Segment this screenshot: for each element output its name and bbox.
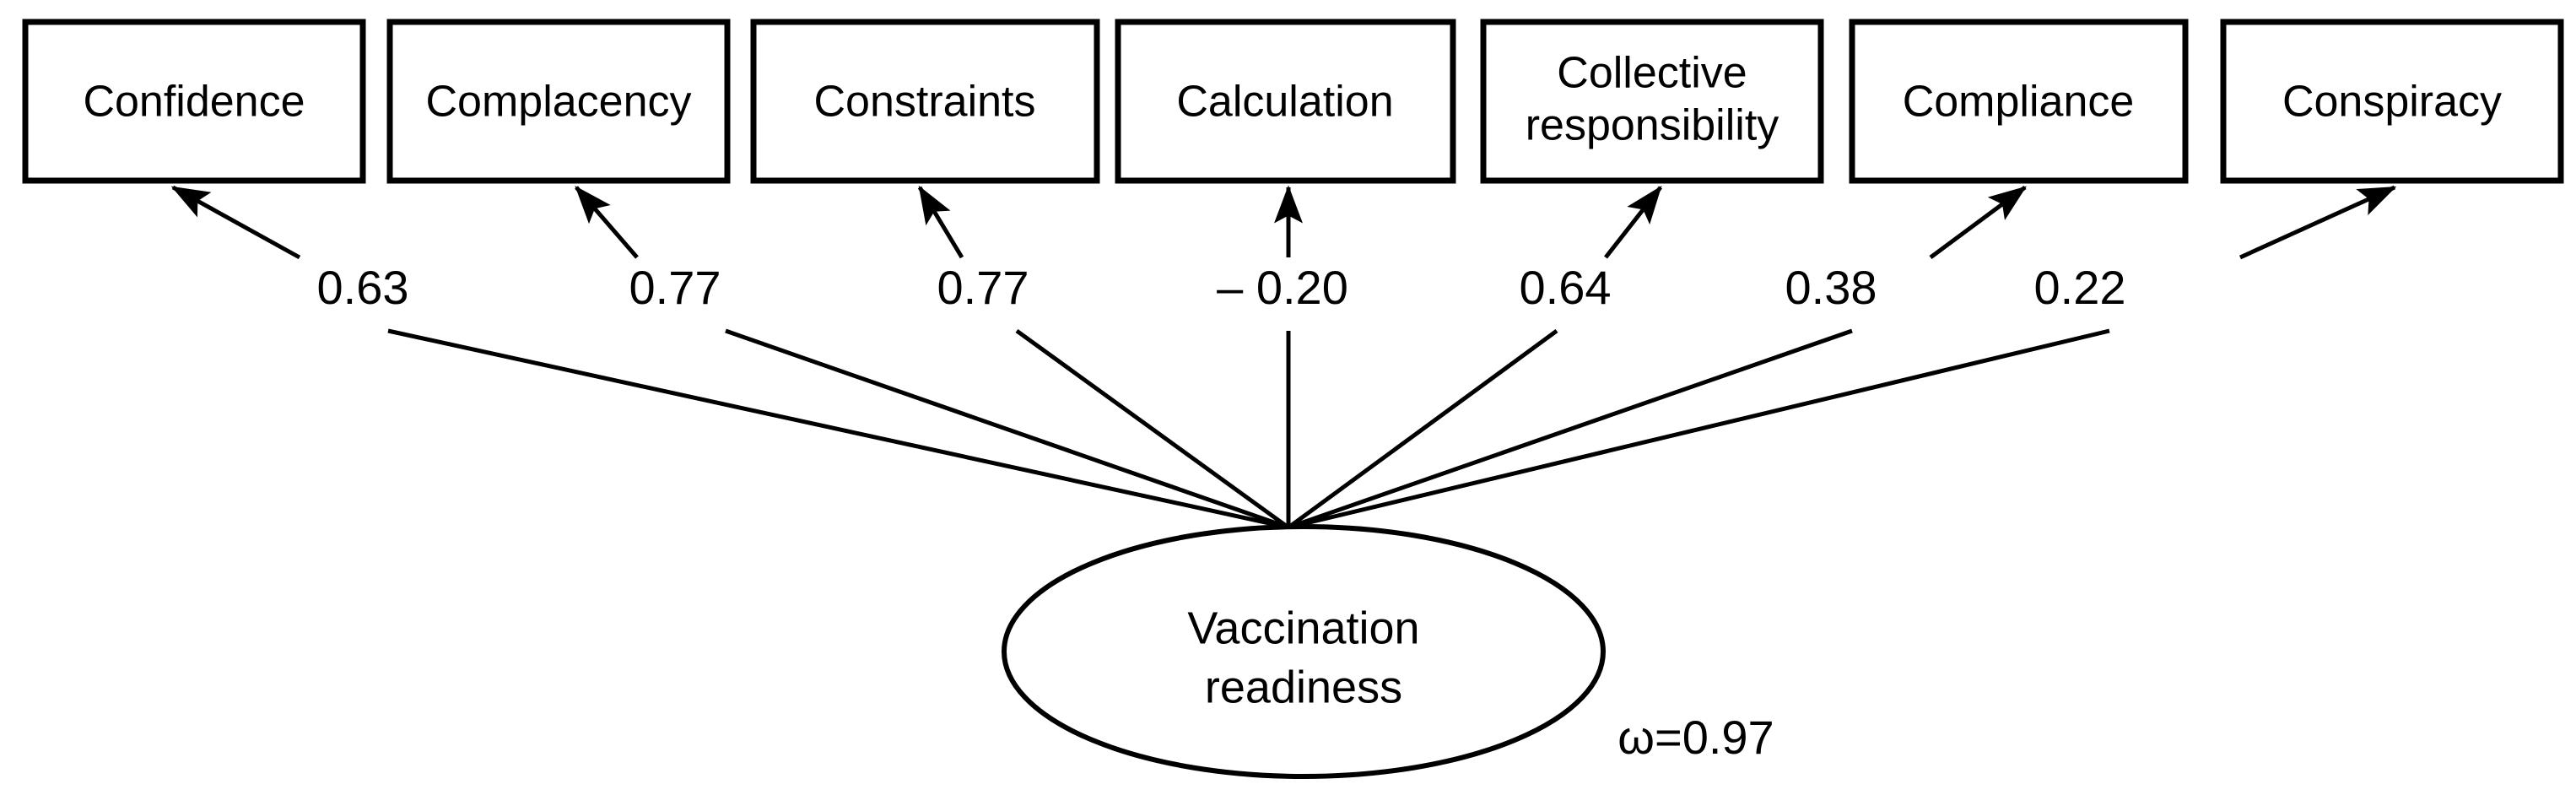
indicator-label-constraints: Constraints bbox=[814, 78, 1036, 127]
path-line-lower-conspiracy bbox=[1288, 328, 2110, 530]
path-arrow-complacency bbox=[575, 186, 639, 259]
indicator-label-calculation: Calculation bbox=[1176, 78, 1393, 127]
loading-label-compliance: 0.38 bbox=[1785, 261, 1877, 314]
path-arrow-conspiracy bbox=[2238, 185, 2397, 260]
indicator-box-complacency[interactable]: Complacency bbox=[386, 19, 731, 184]
indicator-rect-confidence[interactable] bbox=[22, 19, 366, 184]
path-line-lower-confidence bbox=[387, 328, 1289, 530]
path-arrow-confidence bbox=[170, 185, 301, 260]
latent-factor-node[interactable]: Vaccination readiness bbox=[1002, 524, 1606, 779]
indicator-box-calculation[interactable]: Calculation bbox=[1115, 19, 1456, 184]
latent-factor-ellipse[interactable] bbox=[1002, 524, 1606, 779]
indicator-rect-constraints[interactable] bbox=[750, 19, 1100, 184]
indicator-label-collective-responsibility-line1: Collective bbox=[1557, 49, 1747, 98]
indicator-label-conspiracy: Conspiracy bbox=[2282, 78, 2502, 127]
indicator-rect-conspiracy[interactable] bbox=[2220, 19, 2564, 184]
path-arrow-collective-responsibility bbox=[1604, 186, 1662, 259]
indicator-label-confidence: Confidence bbox=[83, 78, 305, 127]
latent-factor-label-line1: Vaccination bbox=[1187, 603, 1419, 653]
indicator-box-constraints[interactable]: Constraints bbox=[750, 19, 1100, 184]
path-lines-lower bbox=[387, 328, 2110, 530]
path-line-lower-constraints bbox=[1015, 328, 1290, 530]
path-arrow-compliance bbox=[1929, 185, 2028, 260]
indicator-label-complacency: Complacency bbox=[425, 78, 691, 127]
path-line-lower-complacency bbox=[725, 328, 1289, 530]
loading-label-calculation: – 0.20 bbox=[1217, 261, 1348, 314]
loading-label-collective-responsibility: 0.64 bbox=[1520, 261, 1612, 314]
indicator-box-collective-responsibility[interactable]: Collective responsibility bbox=[1480, 19, 1824, 184]
indicator-box-compliance[interactable]: Compliance bbox=[1849, 19, 2189, 184]
indicator-rect-compliance[interactable] bbox=[1849, 19, 2189, 184]
path-line-lower-compliance bbox=[1288, 328, 1853, 530]
loading-coefficients: 0.63 0.77 0.77 – 0.20 0.64 0.38 0.22 bbox=[317, 261, 2126, 314]
path-arrow-constraints bbox=[917, 185, 964, 259]
omega-reliability-label: ω=0.97 bbox=[1617, 711, 1774, 764]
latent-factor-label-line2: readiness bbox=[1205, 662, 1402, 712]
path-arrows-upper bbox=[170, 185, 2397, 260]
indicator-rect-complacency[interactable] bbox=[386, 19, 731, 184]
loading-label-constraints: 0.77 bbox=[937, 261, 1029, 314]
indicator-rect-calculation[interactable] bbox=[1115, 19, 1456, 184]
indicator-box-confidence[interactable]: Confidence bbox=[22, 19, 366, 184]
loading-label-complacency: 0.77 bbox=[629, 261, 721, 314]
loading-label-conspiracy: 0.22 bbox=[2034, 261, 2126, 314]
indicator-label-collective-responsibility-line2: responsibility bbox=[1526, 101, 1779, 150]
path-line-lower-collective-responsibility bbox=[1287, 328, 1558, 530]
indicator-rect-collective-responsibility[interactable] bbox=[1480, 19, 1824, 184]
indicator-boxes: Confidence Complacency Constraints Calcu… bbox=[22, 19, 2564, 184]
indicator-box-conspiracy[interactable]: Conspiracy bbox=[2220, 19, 2564, 184]
indicator-label-compliance: Compliance bbox=[1903, 78, 2135, 127]
loading-label-confidence: 0.63 bbox=[317, 261, 409, 314]
